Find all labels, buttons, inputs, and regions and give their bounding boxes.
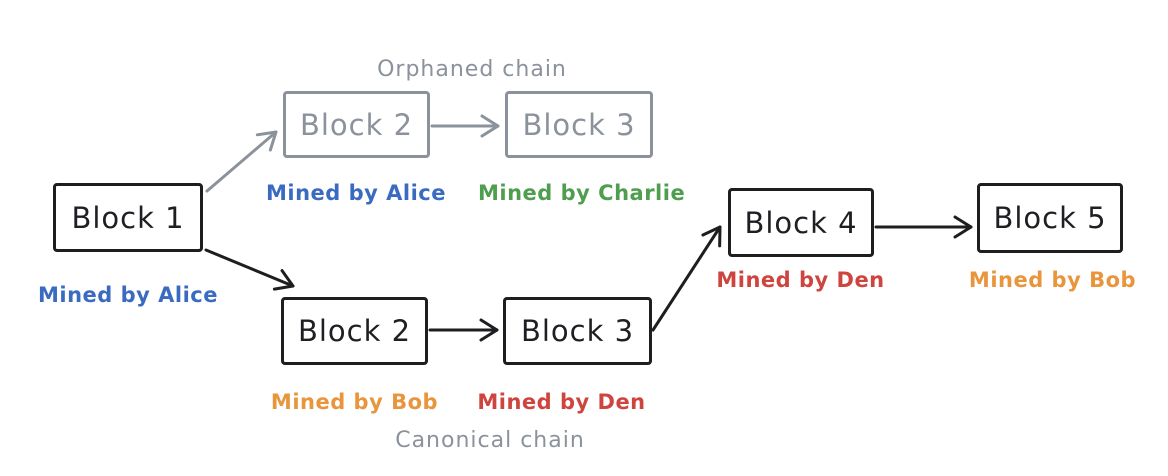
canonical-block-3-label: Block 3 [520, 314, 635, 348]
block-5: Block 5 [977, 183, 1123, 253]
orphan-block-2-miner-label: Mined by Alice [265, 181, 446, 205]
block-1-label: Block 1 [71, 200, 185, 235]
orphan-block-2: Block 2 [283, 91, 430, 158]
block-4: Block 4 [728, 188, 874, 257]
canonical-block-2-miner-label: Mined by Bob [270, 390, 439, 414]
orphan-block-2-label: Block 2 [299, 107, 414, 142]
arrow-block1-to-canon-block2 [204, 248, 295, 291]
block-5-miner-label: Mined by Bob [968, 268, 1137, 292]
block-4-label: Block 4 [744, 205, 858, 240]
block-4-miner-label: Mined by Den [716, 268, 885, 292]
orphaned-chain-label: Orphaned chain [377, 57, 567, 82]
canonical-block-3: Block 3 [503, 297, 652, 365]
arrow-canon-block3-to-block4 [651, 225, 722, 332]
canonical-block-3-miner-label: Mined by Den [477, 390, 646, 414]
block-1-miner-label: Mined by Alice [37, 283, 218, 307]
block-1: Block 1 [53, 183, 203, 252]
canonical-chain-label: Canonical chain [395, 428, 585, 453]
canonical-block-2-label: Block 2 [297, 314, 412, 348]
block-5-label: Block 5 [993, 201, 1107, 235]
canonical-block-2: Block 2 [281, 297, 428, 365]
orphan-block-3: Block 3 [505, 91, 653, 158]
orphan-block-3-label: Block 3 [522, 107, 636, 142]
orphan-block-3-miner-label: Mined by Charlie [478, 181, 686, 205]
